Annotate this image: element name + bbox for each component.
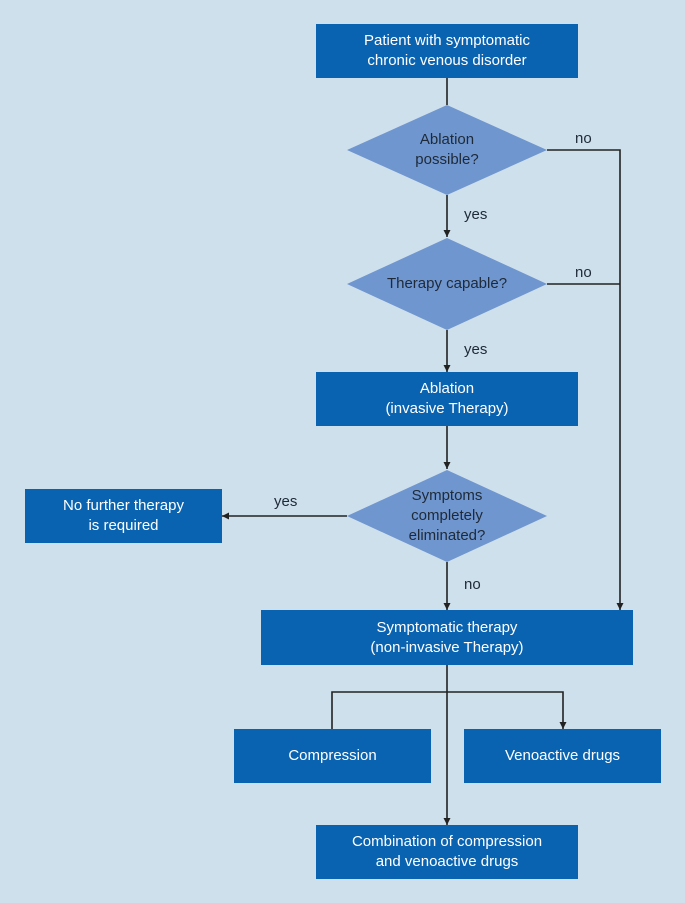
start-node: Patient with symptomatic chronic venous … — [316, 24, 578, 78]
combination-node: Combination of compression and venoactiv… — [316, 825, 578, 879]
decision-ablation-possible-shape — [347, 105, 547, 195]
connector-to-compression — [331, 691, 447, 729]
edge-label-therapy-capable-yes: yes — [464, 341, 488, 358]
edge-label-ablation-possible-no: no — [575, 130, 592, 147]
decision-symptoms-eliminated-label: Symptoms completely eliminated? — [408, 487, 486, 544]
edge-label-therapy-capable-no: no — [575, 264, 592, 281]
no-further-therapy-node: No further therapy is required — [25, 489, 222, 543]
edge-label-ablation-possible-yes: yes — [464, 206, 488, 223]
edge-label-symptoms-yes: yes — [274, 493, 298, 510]
symptomatic-therapy-node: Symptomatic therapy (non-invasive Therap… — [261, 610, 633, 665]
venoactive-drugs-node: Venoactive drugs — [464, 729, 661, 783]
edge-label-symptoms-no: no — [464, 576, 481, 593]
decision-ablation-possible-label: Ablation possible? — [415, 131, 479, 168]
decision-therapy-capable-label: Therapy capable? — [386, 275, 508, 292]
ablation-node: Ablation (invasive Therapy) — [316, 372, 578, 426]
decision-symptoms-eliminated-shape — [347, 470, 547, 562]
connector-ablation-possible-no — [547, 149, 624, 610]
connector-to-venoactive — [447, 691, 567, 729]
compression-node: Compression — [234, 729, 431, 783]
decision-therapy-capable-shape — [347, 238, 547, 330]
